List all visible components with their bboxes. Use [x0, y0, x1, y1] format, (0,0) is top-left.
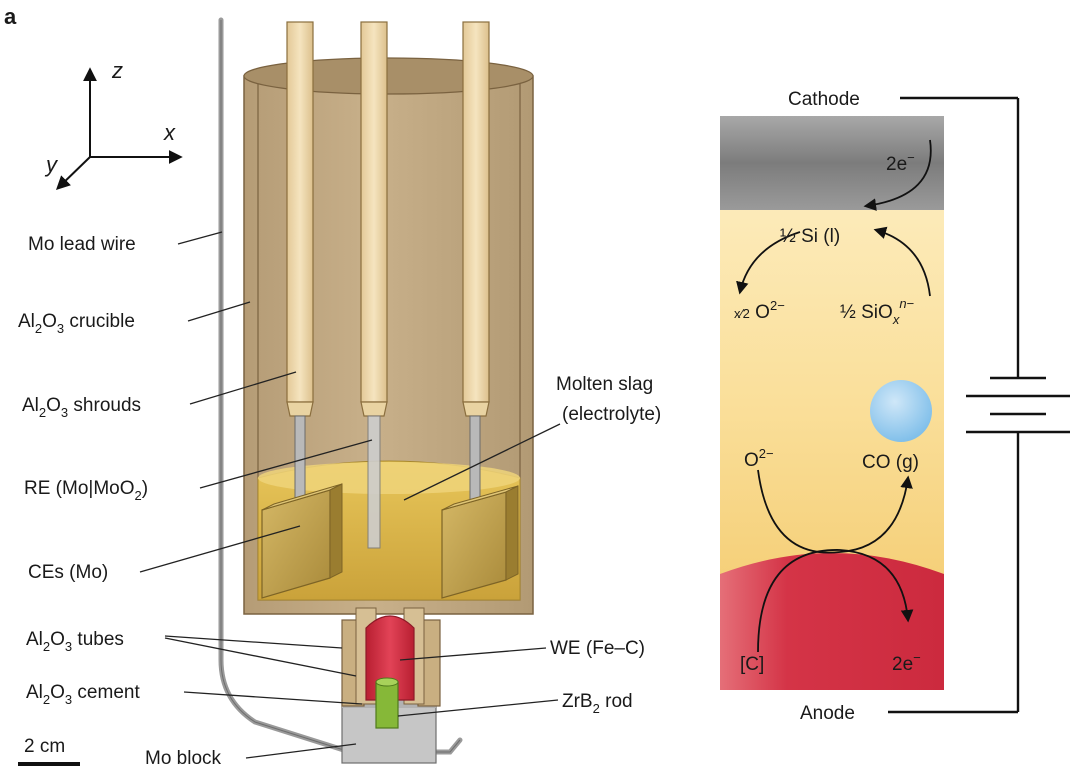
electrochemical-cell	[720, 116, 944, 690]
label-crucible: Al2O3 crucible	[18, 311, 135, 336]
label-cement: Al2O3 cement	[26, 682, 140, 707]
left-labels: Mo lead wire Al2O3 crucible Al2O3 shroud…	[18, 231, 373, 769]
alumina-shrouds	[286, 21, 490, 417]
label-mo-block: Mo block	[145, 748, 222, 769]
anode-electrons: 2e−	[892, 650, 921, 675]
label-shrouds: Al2O3 shrouds	[22, 395, 141, 420]
mo-rods	[294, 415, 481, 549]
label-mo-lead-wire: Mo lead wire	[28, 234, 136, 255]
label-ces: CEs (Mo)	[28, 562, 108, 583]
counter-electrodes	[261, 483, 519, 599]
label-re: RE (Mo|MoO2)	[24, 478, 148, 503]
label-we: WE (Fe–C)	[550, 638, 645, 659]
circuit	[888, 96, 1070, 714]
bottom-assembly	[341, 607, 441, 764]
co-bubble	[870, 380, 932, 442]
reaction-arrows	[736, 139, 932, 653]
anode-label: Anode	[800, 703, 855, 724]
oxide-ion-left: x⁄2 O2−	[734, 298, 785, 323]
label-scale-bar: 2 cm	[24, 736, 65, 757]
coordinate-axes: z x y	[44, 58, 183, 190]
carbon: [C]	[740, 654, 764, 675]
right-labels: Molten slag (electrolyte) WE (Fe–C) ZrB2…	[397, 374, 661, 717]
x-axis-label: x	[163, 120, 176, 145]
co-gas: CO (g)	[862, 452, 919, 473]
y-axis-label: y	[44, 152, 59, 177]
si-liquid: ½ Si (l)	[780, 226, 840, 247]
cathode-electrons: 2e−	[886, 150, 915, 175]
label-molten-slag: Molten slag	[556, 374, 653, 395]
panel-label: a	[4, 4, 17, 29]
oxide-ion-mid: O2−	[744, 446, 774, 471]
label-electrolyte: (electrolyte)	[562, 404, 661, 425]
label-zrb2: ZrB2 rod	[562, 691, 633, 716]
label-tubes: Al2O3 tubes	[26, 629, 124, 654]
silicate-ion: ½ SiOxn−	[840, 296, 915, 327]
cathode-label: Cathode	[788, 89, 860, 110]
z-axis-label: z	[111, 58, 123, 83]
